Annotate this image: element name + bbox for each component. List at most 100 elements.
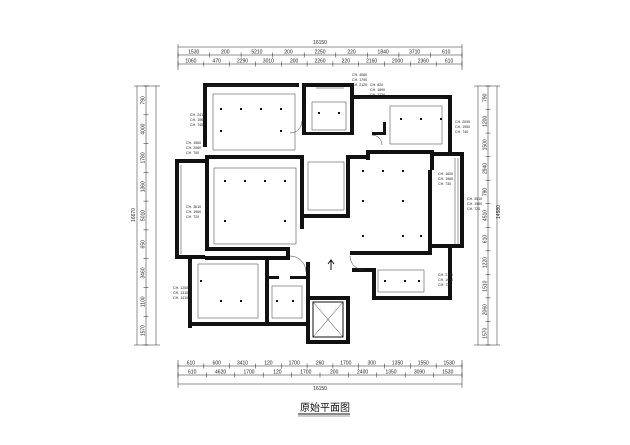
dim-label: 120: [273, 370, 282, 376]
dim-label: 610: [483, 235, 489, 244]
entrance-arrow-icon: [327, 259, 335, 270]
column-mark: [284, 180, 286, 182]
dim-label: 1350: [385, 370, 396, 376]
bottom-total-dim: 16150: [313, 386, 327, 392]
dim-label: 610: [187, 361, 196, 367]
dim-label: 2290: [237, 59, 248, 65]
dim-label: 4510: [483, 210, 489, 221]
dim-label: 1360: [141, 181, 147, 192]
column-mark: [224, 180, 226, 182]
dim-label: 1530: [188, 50, 199, 56]
left-total-dim: 16670: [131, 208, 137, 222]
dim-label: 260: [316, 361, 325, 367]
dim-label: 2400: [357, 370, 368, 376]
dim-label: 5210: [251, 50, 262, 56]
column-mark: [284, 220, 286, 222]
opening-note: CH. 1890: [370, 88, 385, 92]
dim-label: 1700: [289, 361, 300, 367]
column-mark: [240, 108, 242, 110]
column-mark: [200, 280, 202, 282]
dim-label: 600: [213, 361, 222, 367]
dim-label: 790: [141, 96, 147, 105]
column-mark: [220, 108, 222, 110]
dim-label: 1200: [483, 116, 489, 127]
opening-note: CH. 1790: [352, 78, 367, 82]
column-mark: [420, 118, 422, 120]
dim-label: 1500: [483, 139, 489, 150]
opening-note: CH. 820: [370, 83, 383, 87]
dim-label: 610: [442, 50, 451, 56]
column-mark: [260, 108, 262, 110]
opening-note: CH. 700: [186, 151, 199, 155]
dim-label: 790: [483, 93, 489, 102]
door-swings: [289, 120, 383, 273]
dim-label: 470: [213, 59, 222, 65]
dim-label: 3410: [237, 361, 248, 367]
windows: [177, 85, 459, 320]
dim-label: 120: [264, 361, 273, 367]
column-mark: [402, 200, 404, 202]
opening-note: CH. 1950: [455, 125, 470, 129]
dim-label: 220: [342, 59, 351, 65]
opening-note: CH. 730: [438, 283, 451, 287]
column-mark: [418, 280, 420, 282]
opening-note: CH. 720: [186, 215, 199, 219]
opening-note: CH. 1410: [173, 296, 188, 300]
dim-label: 2260: [314, 59, 325, 65]
dim-label: 1530: [444, 361, 455, 367]
column-mark: [362, 170, 364, 172]
opening-note: CH. 740: [190, 123, 203, 127]
dim-label: 3090: [414, 370, 425, 376]
opening-note: CH. 1950: [438, 278, 453, 282]
dim-label: 1220: [483, 257, 489, 268]
column-mark: [240, 300, 242, 302]
column-mark: [382, 170, 384, 172]
opening-note: CH. 4080: [352, 73, 367, 77]
dim-label: 2060: [483, 304, 489, 315]
column-mark: [244, 180, 246, 182]
dim-label: 200: [221, 50, 230, 56]
opening-note: CH. 2230: [370, 93, 385, 97]
column-marks: [200, 108, 442, 302]
opening-note: CH. 730: [438, 182, 451, 186]
dim-label: 4000: [141, 123, 147, 134]
opening-note: CH. 2150: [438, 273, 453, 277]
dim-label: 1100: [141, 296, 147, 307]
opening-note: CH. 1960: [186, 210, 201, 214]
opening-note: CH. 1960: [438, 177, 453, 181]
column-mark: [264, 180, 266, 182]
column-mark: [292, 300, 294, 302]
column-mark: [280, 108, 282, 110]
dim-label: 1700: [340, 361, 351, 367]
dim-label: 3710: [409, 50, 420, 56]
dim-label: 300: [367, 361, 376, 367]
page-title: 原始平面图: [300, 401, 350, 414]
dim-label: 1570: [141, 325, 147, 336]
dim-label: 3010: [263, 59, 274, 65]
walls: [175, 83, 464, 344]
dim-label: 1510: [483, 280, 489, 291]
dim-label: 220: [347, 50, 356, 56]
opening-note: CH. 3610: [186, 205, 201, 209]
dim-label: 200: [330, 370, 339, 376]
column-mark: [400, 118, 402, 120]
column-mark: [362, 200, 364, 202]
dim-label: 2940: [483, 163, 489, 174]
dim-label: 4620: [215, 370, 226, 376]
dim-label: 2250: [314, 50, 325, 56]
dim-label: 2000: [392, 59, 403, 65]
dim-label: 1840: [378, 50, 389, 56]
dim-label: 200: [284, 50, 293, 56]
dim-label: 1350: [392, 361, 403, 367]
column-mark: [224, 220, 226, 222]
opening-note: CH. 2060: [186, 146, 201, 150]
opening-note: CH. 1310: [173, 291, 188, 295]
column-mark: [420, 235, 422, 237]
column-mark: [402, 170, 404, 172]
opening-note: CH. 1600: [438, 172, 453, 176]
drawing-caption: 原始平面图: [298, 401, 350, 417]
